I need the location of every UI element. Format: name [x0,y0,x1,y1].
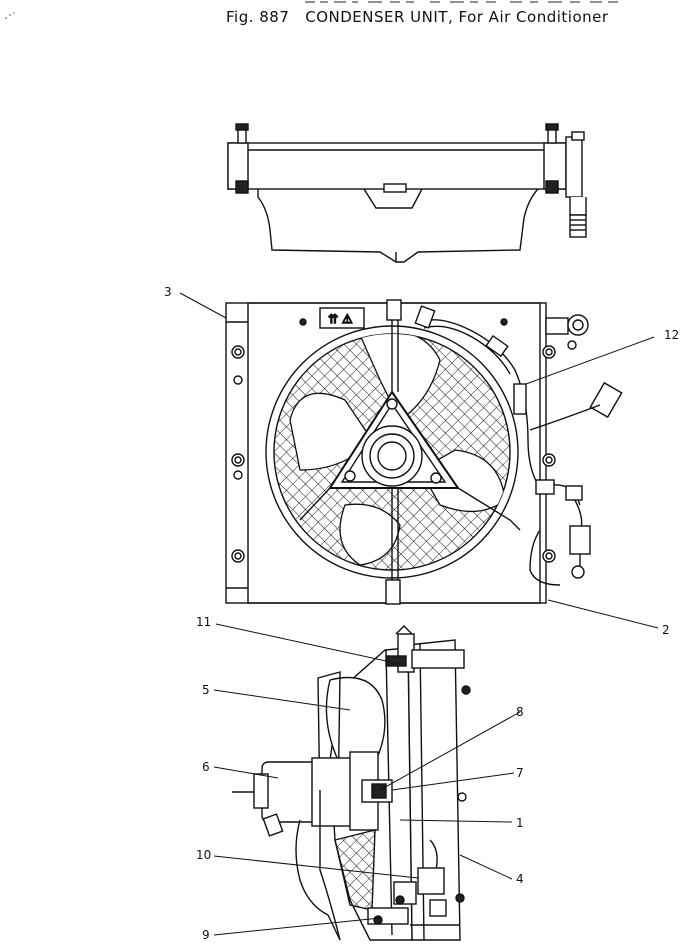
figure-caption: CONDENSER UNIT, For Air Conditioner [305,8,609,26]
callout-11: 11 [196,615,211,629]
top-view [227,123,587,263]
callout-7: 7 [516,766,524,780]
callout-12: 12 [664,328,679,342]
figure-number: Fig. 887 [226,8,290,26]
callout-3: 3 [164,285,172,299]
callout-labels: 3 12 2 11 5 6 8 7 1 10 4 9 [164,285,679,942]
decal-label: ⇈ ⚠ [328,312,353,326]
callout-8: 8 [516,705,524,719]
callout-4: 4 [516,872,524,886]
callout-1: 1 [516,816,524,830]
callout-5: 5 [202,683,210,697]
fan-center [299,299,521,605]
wiring-harness [414,305,623,586]
callout-6: 6 [202,760,210,774]
callout-leaders [179,292,659,936]
scan-specks [5,12,15,19]
side-view [232,625,471,941]
figure-title: Fig. 887 CONDENSER UNIT, For Air Conditi… [226,8,609,26]
callout-2: 2 [662,623,670,637]
callout-9: 9 [202,928,210,942]
callout-10: 10 [196,848,211,862]
